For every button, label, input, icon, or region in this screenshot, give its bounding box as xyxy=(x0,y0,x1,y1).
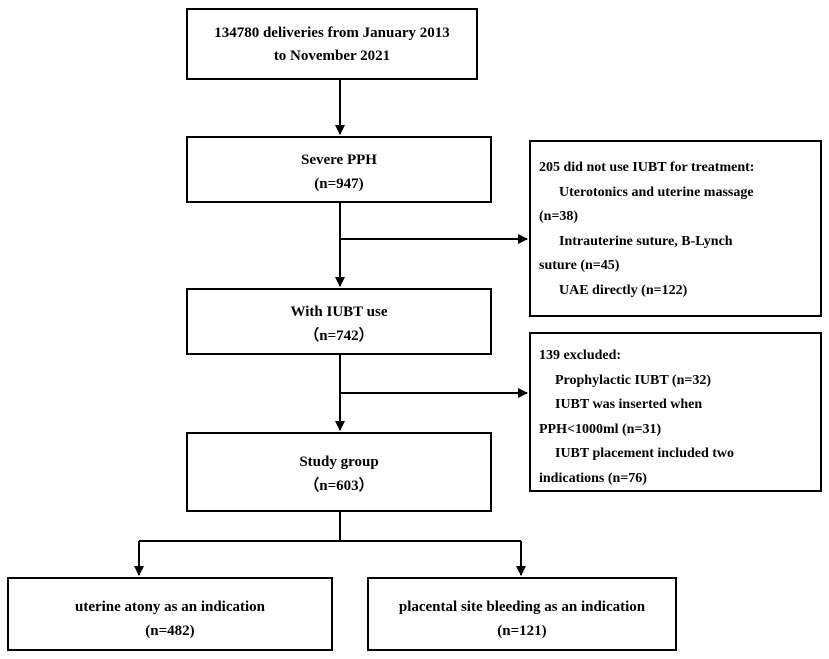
iubt-use-box: With IUBT use （n=742） xyxy=(186,288,492,355)
total-line-2: to November 2021 xyxy=(273,48,391,64)
no-iubt-item: Intrauterine suture, B-Lynch xyxy=(559,233,733,249)
iubt-use-count: （n=742） xyxy=(304,328,374,344)
no-iubt-heading: 205 did not use IUBT for treatment: xyxy=(539,160,755,175)
no-iubt-item: suture (n=45) xyxy=(539,258,620,273)
excluded-item: PPH<1000ml (n=31) xyxy=(539,421,662,437)
placental-site-count: (n=121) xyxy=(497,623,547,639)
placental-site-box: placental site bleeding as an indication… xyxy=(367,577,677,651)
no-iubt-item: UAE directly (n=122) xyxy=(559,282,688,298)
no-iubt-box: 205 did not use IUBT for treatment: Uter… xyxy=(529,140,822,317)
excluded-heading: 139 excluded: xyxy=(539,348,622,363)
total-deliveries-box: 134780 deliveries from January 2013 to N… xyxy=(186,8,478,80)
excluded-box: 139 excluded: Prophylactic IUBT (n=32) I… xyxy=(529,332,822,492)
severe-pph-box: Severe PPH (n=947) xyxy=(186,136,492,203)
excluded-item: Prophylactic IUBT (n=32) xyxy=(555,372,712,388)
placental-site-title: placental site bleeding as an indication xyxy=(398,599,646,615)
iubt-use-title: With IUBT use xyxy=(290,304,388,320)
study-group-box: Study group （n=603） xyxy=(186,432,492,512)
uterine-atony-box: uterine atony as an indication (n=482) xyxy=(7,577,333,651)
no-iubt-item: Uterotonics and uterine massage xyxy=(559,184,754,200)
total-line-1: 134780 deliveries from January 2013 xyxy=(214,25,450,41)
excluded-item: IUBT placement included two xyxy=(555,446,735,461)
excluded-item: indications (n=76) xyxy=(539,470,647,486)
severe-pph-count: (n=947) xyxy=(314,176,364,192)
excluded-item: IUBT was inserted when xyxy=(555,397,703,412)
no-iubt-item: (n=38) xyxy=(539,209,579,224)
study-group-count: （n=603） xyxy=(304,478,374,494)
uterine-atony-count: (n=482) xyxy=(145,623,195,639)
study-group-title: Study group xyxy=(299,454,379,470)
severe-pph-title: Severe PPH xyxy=(301,152,377,168)
uterine-atony-title: uterine atony as an indication xyxy=(74,599,266,615)
